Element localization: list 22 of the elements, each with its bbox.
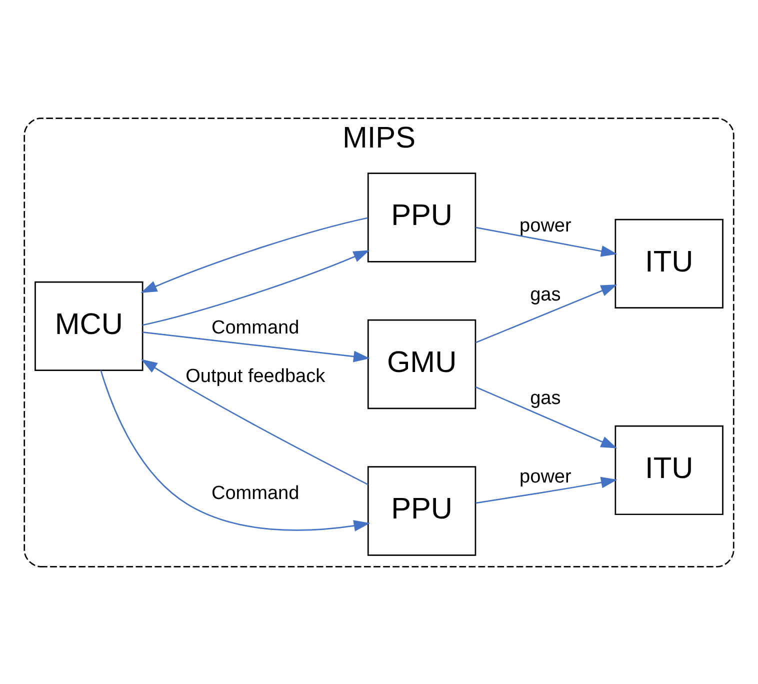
node-box: PPU (367, 466, 476, 556)
edge-label: Command (211, 482, 300, 504)
node-box: MCU (34, 280, 144, 371)
arrow (140, 216, 368, 292)
node-box: PPU (367, 172, 476, 262)
edge-label: Output feedback (186, 366, 326, 387)
node-box: ITU (614, 218, 724, 308)
edge-label: Command (211, 316, 300, 338)
edge-label: gas (530, 284, 561, 306)
arrow (475, 386, 618, 448)
node-box: GMU (367, 318, 476, 409)
arrow (142, 250, 370, 326)
arrow (475, 284, 618, 343)
arrow (142, 331, 370, 362)
arrow (476, 476, 618, 504)
edge-label: gas (530, 387, 561, 408)
arrow (141, 358, 368, 485)
arrow (476, 226, 618, 256)
arrow (100, 370, 370, 531)
edge-label: power (520, 214, 572, 236)
node-box: ITU (614, 424, 724, 515)
edge-label: power (520, 466, 572, 488)
